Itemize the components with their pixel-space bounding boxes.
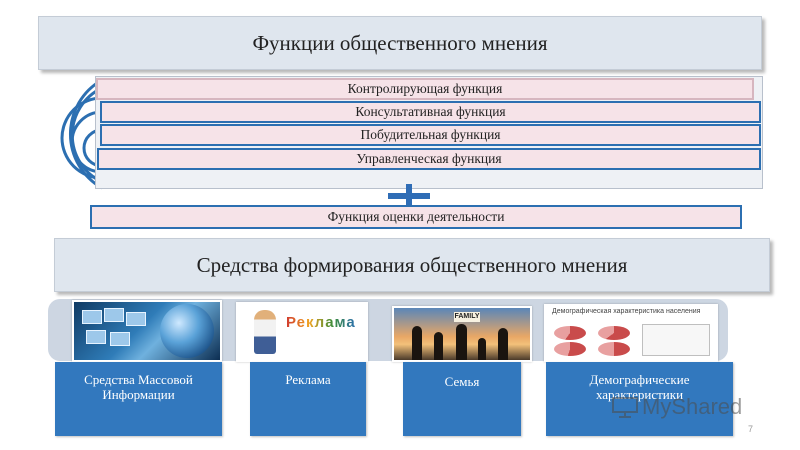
demo-image-caption: Демографическая характеристика населения xyxy=(552,308,701,315)
category-label: Средства Массовой Информации xyxy=(84,372,193,402)
mass-media-image xyxy=(72,300,222,362)
presentation-screen-icon xyxy=(612,397,638,418)
demographics-chart-image: Демографическая характеристика населения xyxy=(544,304,718,362)
function-item-consultative: Консультативная функция xyxy=(100,101,761,123)
watermark: MyShared xyxy=(612,392,762,422)
function-item-controlling: Контролирующая функция xyxy=(96,78,754,100)
category-mass-media: Средства Массовой Информации xyxy=(55,362,222,436)
means-title-banner: Средства формирования общественного мнен… xyxy=(54,238,770,292)
plus-icon xyxy=(388,184,430,208)
function-label: Контролирующая функция xyxy=(347,81,503,96)
function-item-managerial: Управленческая функция xyxy=(97,148,761,170)
function-label: Консультативная функция xyxy=(355,104,506,119)
category-advertising: Реклама xyxy=(250,362,366,436)
functions-title: Функции общественного мнения xyxy=(252,30,548,55)
watermark-text: MyShared xyxy=(642,394,743,419)
category-label: Реклама xyxy=(285,372,331,387)
function-item-evaluation: Функция оценки деятельности xyxy=(90,205,742,229)
category-demographics: Демографические характеристики xyxy=(546,362,733,436)
ad-image-word: Реклама xyxy=(286,314,356,331)
function-label: Функция оценки деятельности xyxy=(327,209,505,224)
advertising-image: Реклама xyxy=(236,302,368,362)
function-label: Управленческая функция xyxy=(356,151,502,166)
page-number: 7 xyxy=(748,424,754,434)
category-family: Семья xyxy=(403,362,521,436)
family-image: FAMILY xyxy=(392,306,532,362)
category-label: Семья xyxy=(444,374,480,389)
means-title: Средства формирования общественного мнен… xyxy=(196,252,628,277)
functions-title-banner: Функции общественного мнения xyxy=(38,16,762,70)
family-image-sign: FAMILY xyxy=(454,312,480,322)
function-item-motivating: Побудительная функция xyxy=(100,124,761,146)
function-label: Побудительная функция xyxy=(360,127,501,142)
